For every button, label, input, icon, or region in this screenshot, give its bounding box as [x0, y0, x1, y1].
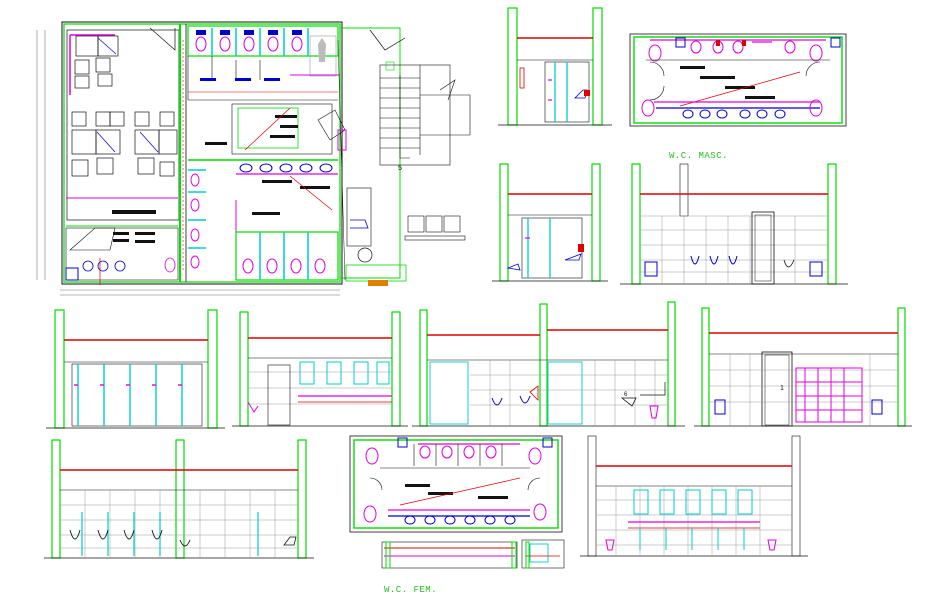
stair-number-label: 5 — [398, 165, 402, 172]
wc-masc-floor-plan — [629, 33, 847, 127]
wc-fem-title: W.C. FEM. — [384, 585, 437, 595]
elevation-door-partitions: 1 — [694, 307, 912, 427]
main-floor-plan: 5 — [36, 21, 471, 296]
svg-text:6: 6 — [624, 392, 628, 398]
elevation-sinks-mirrors — [232, 311, 408, 427]
wc-fem-floor-plan — [349, 435, 565, 569]
toilet-stalls-bottom — [235, 231, 339, 281]
elevation-masc-urinals — [620, 163, 848, 285]
lobby-bench — [404, 215, 466, 241]
elevation-stall-doors — [46, 309, 225, 429]
section-masc-1 — [498, 7, 612, 126]
left-column-stalls — [188, 169, 206, 269]
middle-wash-area — [188, 103, 338, 232]
svg-text:1: 1 — [780, 385, 784, 392]
office-desk-cluster-mid — [71, 111, 178, 177]
elevation-tiled-fixtures: 6 — [412, 301, 685, 427]
wc-masc-title: W.C. MASC. — [669, 151, 728, 161]
staircase — [379, 61, 456, 166]
elevation-fem-wcs — [44, 439, 314, 559]
office-desk-cluster-top — [74, 35, 119, 89]
elevation-fem-vanity — [580, 435, 808, 557]
lower-room-fixtures — [82, 257, 176, 273]
section-masc-2 — [492, 163, 608, 282]
